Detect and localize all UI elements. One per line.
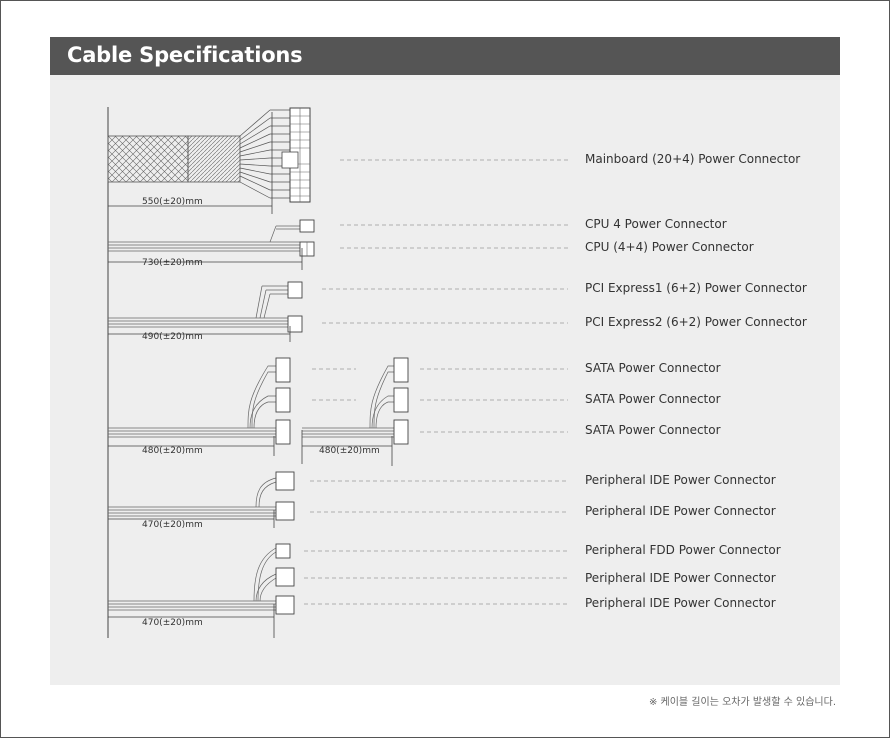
pcie-cable: 490(±20)mm [108,281,568,342]
sata2-connector-label: SATA Power Connector [585,392,721,406]
mainboard-cable: 550(±20)mm [107,107,568,214]
sata-connector-2 [275,387,291,413]
fdd-length-label: 470(±20)mm [142,618,203,628]
section-header: Cable Specifications [50,37,840,75]
pcie2-connector-label: PCI Express2 (6+2) Power Connector [585,315,807,329]
footnote: ※ 케이블 길이는 오차가 발생할 수 있습니다. [648,697,836,708]
pcie1-connector [287,281,303,299]
peripheral-fdd-cable: 470(±20)mm [108,543,568,638]
fdd-connector-label: Peripheral FDD Power Connector [585,543,781,557]
sata1-connector-label: SATA Power Connector [585,361,721,375]
ide-connector-2 [275,501,295,521]
ide4-connector-label: Peripheral IDE Power Connector [585,596,776,610]
sata-connector-1 [275,357,291,383]
sata-length-label: 480(±20)mm [142,446,203,456]
sata-connector-3 [275,419,291,445]
connector-latch [281,151,299,169]
pcie2-connector [287,315,303,333]
ide-connector-4 [275,595,295,615]
mainboard-connector-label: Mainboard (20+4) Power Connector [585,152,801,166]
sleeve-hatch [187,135,241,183]
cpu-cable: 730(±20)mm [108,219,568,270]
page-title: Cable Specifications [67,43,303,67]
ide1-connector-label: Peripheral IDE Power Connector [585,473,776,487]
sata-cable: 480(±20)mm 480(±20)mm [108,357,568,466]
sata-extension-length-label: 480(±20)mm [319,446,380,456]
sata-connector-6 [393,419,409,445]
cpu4-connector-label: CPU 4 Power Connector [585,217,727,231]
ide3-connector-label: Peripheral IDE Power Connector [585,571,776,585]
mainboard-length-label: 550(±20)mm [142,197,203,207]
peripheral-ide-cable: 470(±20)mm [108,471,568,530]
ide-connector-1 [275,471,295,491]
ide-length-label: 470(±20)mm [142,520,203,530]
fdd-connector [275,543,291,559]
sata3-connector-label: SATA Power Connector [585,423,721,437]
ide2-connector-label: Peripheral IDE Power Connector [585,504,776,518]
cpu-4pin-connector [299,219,315,233]
sata-connector-4 [393,357,409,383]
ide-connector-3 [275,567,295,587]
sleeve-mesh [107,135,189,183]
pcie1-connector-label: PCI Express1 (6+2) Power Connector [585,281,807,295]
pcie-length-label: 490(±20)mm [142,332,203,342]
cpu44-connector-label: CPU (4+4) Power Connector [585,240,754,254]
sata-connector-5 [393,387,409,413]
cpu-length-label: 730(±20)mm [142,258,203,268]
